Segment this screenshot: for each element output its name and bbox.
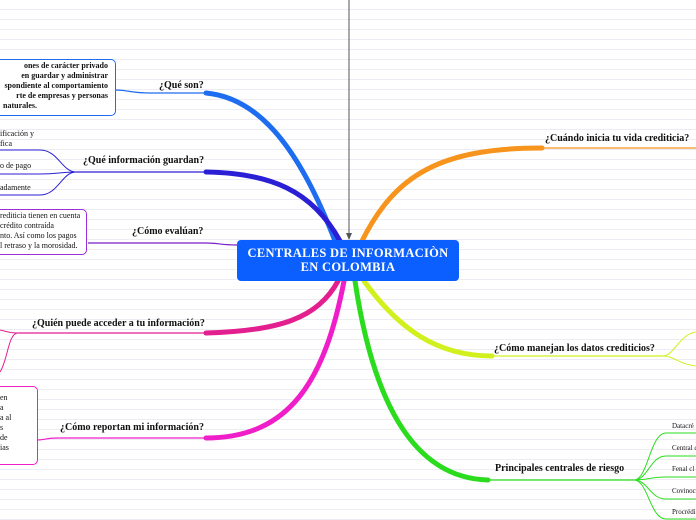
que-son-line-2: en guardar y administrar xyxy=(21,71,108,80)
principales-sub-5 xyxy=(633,479,696,520)
como-reportan-note: en a a al s de ias xyxy=(0,393,11,453)
como-evaluan-box xyxy=(0,209,87,255)
central-topic-line2: EN COLOMBIA xyxy=(300,260,396,274)
reportan-line-4: s xyxy=(0,423,4,432)
manejan-sub-2 xyxy=(661,355,696,367)
que-son-line-5: naturales. xyxy=(3,101,37,110)
central-item-3[interactable]: Fenal cl xyxy=(672,465,695,473)
central-topic[interactable]: CENTRALES DE INFORMACIÒN EN COLOMBIA xyxy=(237,240,459,281)
que-son-connector xyxy=(114,89,151,94)
reportan-line-6: ias xyxy=(0,443,9,452)
branch-como-manejan-curve xyxy=(361,278,495,359)
branch-principales[interactable]: Principales centrales de riesgo xyxy=(495,463,625,474)
que-son-box xyxy=(0,59,116,116)
info-note-pago: o de pago xyxy=(0,161,32,170)
evaluan-line-3: nto. Así como los pagos xyxy=(0,231,77,240)
manejan-sub-1 xyxy=(661,331,696,357)
branch-que-son[interactable]: ¿Qué son? xyxy=(159,80,204,91)
reportan-line-1: en xyxy=(0,393,8,402)
que-son-line-3: spondiente al comportamiento xyxy=(4,81,108,90)
branch-como-evaluan-curve xyxy=(205,242,238,246)
como-reportan-box xyxy=(0,386,38,465)
branch-como-reportan-curve xyxy=(203,278,347,441)
central-item-1[interactable]: Datacré xyxy=(672,422,694,430)
central-topic-line1: CENTRALES DE INFORMACIÒN xyxy=(247,246,449,260)
branch-principales-curve xyxy=(352,278,491,483)
principales-sub-2 xyxy=(633,455,696,481)
central-item-4[interactable]: Covinoc xyxy=(672,487,696,495)
quien-sub-1 xyxy=(0,329,19,334)
top-arrow-head xyxy=(346,233,352,240)
info-sub-2 xyxy=(0,171,77,175)
central-item-5[interactable]: Procrédi xyxy=(672,508,696,516)
que-son-note: ones de carácter privado en guardar y ad… xyxy=(0,61,108,111)
evaluan-line-1: rediticia tienen en cuenta xyxy=(0,211,81,220)
branch-cuando-inicia-curve xyxy=(359,145,545,244)
branch-como-evaluan[interactable]: ¿Cómo evalúan? xyxy=(132,226,204,237)
info-line-2: fica xyxy=(0,139,12,148)
branch-como-reportan[interactable]: ¿Cómo reportan mi información? xyxy=(60,422,204,433)
reportan-line-3: a al xyxy=(0,413,12,422)
info-line-1: ificación y xyxy=(0,129,34,138)
branch-que-son-curve xyxy=(203,90,338,244)
branch-quien-puede-curve xyxy=(203,278,341,336)
principales-sub-3 xyxy=(633,476,696,481)
central-item-2[interactable]: Central d xyxy=(672,444,696,452)
info-note-1: ificación y fica xyxy=(0,129,34,149)
info-note-adamente: adamente xyxy=(0,183,31,192)
info-sub-1 xyxy=(0,149,77,173)
que-son-line-1: ones de carácter privado xyxy=(23,61,108,70)
branch-como-manejan[interactable]: ¿Cómo manejan los datos crediticios? xyxy=(494,343,655,354)
branch-que-informacion-curve xyxy=(203,169,343,244)
que-son-line-4: rte de empresas y personas xyxy=(16,91,108,100)
reportan-connector xyxy=(36,437,59,441)
reportan-line-5: de xyxy=(0,433,8,442)
quien-sub-2 xyxy=(0,332,19,373)
evaluan-line-2: crédito contraída xyxy=(0,221,54,230)
branch-cuando-inicia[interactable]: ¿Cuándo inicia tu vida crediticia? xyxy=(545,133,690,144)
branch-que-informacion[interactable]: ¿Qué información guardan? xyxy=(83,155,205,166)
principales-sub-1 xyxy=(633,432,696,481)
branch-quien-puede[interactable]: ¿Quién puede acceder a tu información? xyxy=(32,318,205,329)
como-evaluan-note: rediticia tienen en cuenta crédito contr… xyxy=(0,211,80,251)
info-sub-3 xyxy=(0,171,77,196)
reportan-line-2: a xyxy=(0,403,4,412)
evaluan-line-4: l retraso y la morosidad. xyxy=(0,241,78,250)
